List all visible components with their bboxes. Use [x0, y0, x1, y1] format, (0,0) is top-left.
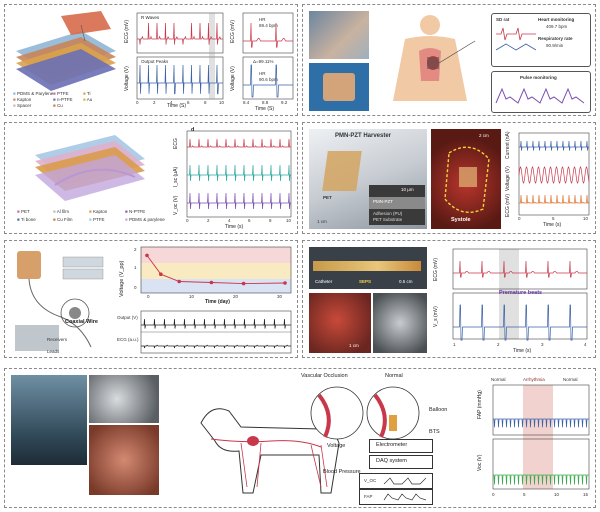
pulse-monitor-box: Pulse monitoring — [491, 71, 591, 113]
ecg-trace-cath — [453, 260, 587, 278]
voc-trace — [493, 474, 589, 485]
three-trace-chart: d ECG I_sc (μA) V_oc (V) 0 2 4 6 8 10 Ti… — [173, 127, 292, 230]
human-silhouette — [393, 15, 476, 101]
receivers-label: Receivers — [47, 337, 68, 342]
voltage-trace — [137, 64, 223, 95]
voltage-time-chart: Voltage (V_pp) 2 1 0 0 10 20 30 Time (da… — [117, 245, 295, 305]
voltage-point — [241, 281, 246, 286]
time-xlabel: Time (S) — [167, 103, 186, 109]
voltage-label: Voltage — [327, 443, 346, 449]
output-trace — [141, 318, 291, 329]
panel-catheter: Catheter SEPS 0.5 cm 1 cm ECG (mV) V_s (… — [302, 240, 596, 358]
voltage-point — [209, 280, 214, 285]
ecg-zoom-trace — [243, 22, 293, 48]
ecg-ylabel: ECG (mV) — [124, 19, 130, 43]
pzt-trace-chart: Current (nA) Voltage (V) ECG (mV) 0 5 10… — [505, 131, 590, 228]
voltage-zoom-trace — [243, 64, 293, 98]
panel-pmn-pzt: PMN-PZT Harvester PET 1 cm 10 μm PMN-PZT… — [302, 122, 596, 234]
fap-voc-chart: Normal Arrhythmia Normal FAP (mmHg) Voc … — [477, 377, 590, 497]
daq-box: DAQ system — [369, 455, 433, 469]
zoom-chart: ECG (mV) Voltage (V) HR 89.4 bpm Δ=99.11… — [229, 9, 295, 112]
panel-rat-monitoring: SD rat Heart monitoring 409.7 bpm Respir… — [302, 4, 596, 116]
output-peaks-label: Output Peaks — [141, 59, 169, 64]
layered-device-2 — [35, 135, 145, 201]
voltage-point — [145, 253, 149, 258]
electrometer-box: Electrometer — [369, 439, 433, 453]
bts-label: BTS — [429, 429, 440, 435]
ecg-trace-pzt — [519, 194, 589, 204]
surgical-site-photo — [89, 425, 159, 495]
harvester-photo: PMN-PZT Harvester PET 1 cm 10 μm PMN-PZT… — [309, 129, 427, 229]
voc-box: V_OC — [359, 473, 433, 489]
fap-box: FAP — [359, 489, 433, 505]
fap-trace — [493, 418, 589, 428]
heart-monitor-box: SD rat Heart monitoring 409.7 bpm Respir… — [491, 13, 591, 67]
voltage-point — [283, 281, 287, 285]
catheter-photo: Catheter SEPS 0.5 cm — [309, 247, 427, 289]
output-ecg-chart: Output (V) ECG (a.u.) — [117, 309, 295, 355]
wrist-photo — [309, 11, 369, 59]
voltage-decay-line — [146, 255, 286, 285]
voltage-trace-pzt — [518, 166, 590, 184]
normal-label: Normal — [385, 373, 403, 379]
vascular-occlusion-label: Vascular Occlusion — [301, 373, 348, 379]
blood-pressure-label: Blood Pressure — [323, 469, 361, 475]
ecg-trace — [137, 22, 223, 45]
surgery-photo: 1 cm — [309, 293, 371, 353]
catheter-chart: ECG (mV) V_s (mV) Premature beats 1 2 3 … — [431, 245, 593, 355]
vessel-zoom-circles — [310, 386, 420, 440]
voltage-point — [159, 272, 163, 276]
heart-photo: 2 cm Systole — [431, 129, 501, 229]
current-trace — [187, 164, 291, 182]
balloon-label: Balloon — [429, 407, 448, 413]
panel-coaxial-implant: Coaxial Wire Receivers Leads Voltage (V_… — [4, 240, 298, 358]
xray-photo — [373, 293, 427, 353]
fluoroscopy-photo — [89, 375, 159, 423]
panel-dog-bts: Vascular Occlusion Normal Balloon BTS Vo… — [4, 368, 596, 508]
leads-label: Leads — [47, 349, 60, 354]
implant-illustration — [15, 251, 104, 351]
current-trace-pzt — [519, 140, 589, 151]
vs-trace — [453, 304, 587, 341]
operating-room-photo — [11, 375, 87, 465]
voltage-point — [177, 279, 181, 284]
r-waves-label: R Waves — [141, 15, 160, 20]
layered-device-illustration — [16, 11, 116, 91]
ecg-trace-2 — [187, 138, 292, 148]
voltage-trace-2 — [187, 192, 291, 210]
coaxial-wire-label: Coaxial Wire — [65, 319, 98, 325]
panel-teng-device-2: ■ PET ■ Al film ■ Kapton ■ N-PTFE ■ Ti b… — [4, 122, 298, 234]
panel-teng-ecg: ■ PDMS & Parylene ■ PTFE ■ Ti ■ Kapton ■… — [4, 4, 298, 116]
ecg-trace-3 — [141, 344, 291, 349]
voltage-ylabel: Voltage (V) — [124, 66, 130, 91]
ecg-voltage-chart: ECG (mV) Voltage (V) R Waves Output Peak… — [124, 12, 225, 109]
dog-diagram — [200, 408, 340, 494]
device-photo — [309, 63, 369, 111]
